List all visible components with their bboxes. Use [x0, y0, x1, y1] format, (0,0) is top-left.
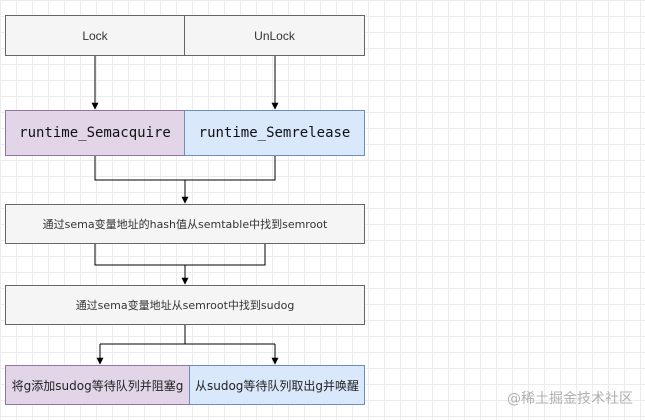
find-sudog-node-label: 通过sema变量地址从semroot中找到sudog: [75, 299, 295, 312]
edge-merge-to-find-semroot: [94, 156, 276, 181]
watermark: @稀土掘金技术社区: [507, 391, 633, 407]
dequeue-wake-node-label: 从sudog等待队列取出g并唤醒: [194, 378, 360, 393]
find-sudog-node: 通过sema变量地址从semroot中找到sudog: [5, 285, 365, 325]
edge-semroot-merge: [94, 244, 266, 266]
enqueue-block-node-label: 将g添加sudog等待队列并阻塞g: [11, 378, 184, 393]
dequeue-wake-node: 从sudog等待队列取出g并唤醒: [189, 365, 365, 405]
semrelease-node-label: runtime_Semrelease: [198, 125, 351, 141]
unlock-node: UnLock: [184, 15, 365, 56]
semacquire-node-label: runtime_Semacquire: [19, 125, 171, 141]
semacquire-node: runtime_Semacquire: [5, 110, 185, 156]
unlock-node-label: UnLock: [254, 28, 295, 43]
enqueue-block-node: 将g添加sudog等待队列并阻塞g: [5, 365, 190, 405]
lock-node: Lock: [5, 15, 185, 56]
find-semroot-node-label: 通过sema变量地址的hash值从semtable中找到semroot: [42, 218, 328, 231]
semrelease-node: runtime_Semrelease: [184, 110, 365, 156]
find-semroot-node: 通过sema变量地址的hash值从semtable中找到semroot: [5, 204, 365, 244]
lock-node-label: Lock: [82, 28, 108, 43]
